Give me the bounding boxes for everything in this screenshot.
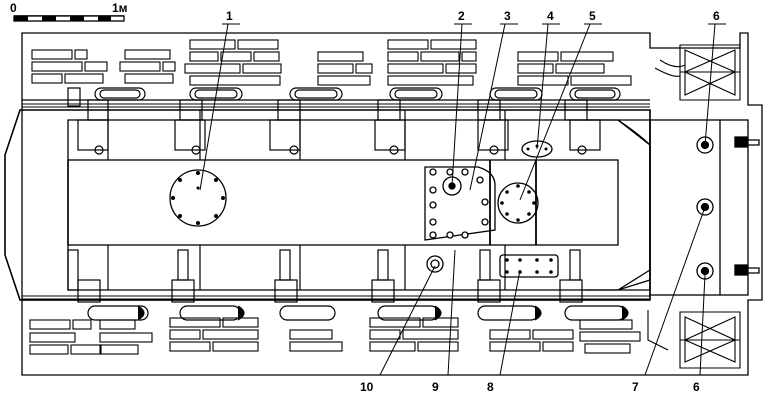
hatch-2 (442, 176, 462, 196)
upper-track-blocks (22, 39, 650, 108)
scale-end-label: 1м (112, 1, 128, 15)
hatch-5 (497, 182, 539, 224)
engine-deck-ports (696, 136, 760, 280)
callout-7: 7 (632, 380, 639, 394)
hatch-3-plate (424, 160, 537, 245)
callout-labels: 1 2 3 4 5 6 6 7 8 9 10 (226, 9, 720, 394)
lower-suspension (67, 245, 629, 321)
callout-10: 10 (360, 380, 374, 394)
lower-track-blocks (22, 295, 650, 355)
callout-6-top: 6 (713, 9, 720, 23)
hatch-8 (499, 254, 559, 278)
callout-4: 4 (547, 9, 554, 23)
scale-start-label: 0 (10, 1, 17, 15)
leader-lines (199, 23, 726, 376)
callout-6-bottom: 6 (693, 380, 700, 394)
upper-suspension (67, 87, 621, 160)
callout-2: 2 (458, 9, 465, 23)
hatch-10 (426, 255, 444, 273)
hull-outline (4, 32, 763, 376)
callout-1: 1 (226, 9, 233, 23)
upper-sprocket (654, 44, 741, 101)
callout-9: 9 (432, 380, 439, 394)
callout-5: 5 (589, 9, 596, 23)
hatch-1 (169, 169, 227, 227)
scale-bar: 0 1м (10, 1, 128, 22)
callout-3: 3 (504, 9, 511, 23)
callout-8: 8 (487, 380, 494, 394)
lower-sprocket (647, 310, 741, 369)
